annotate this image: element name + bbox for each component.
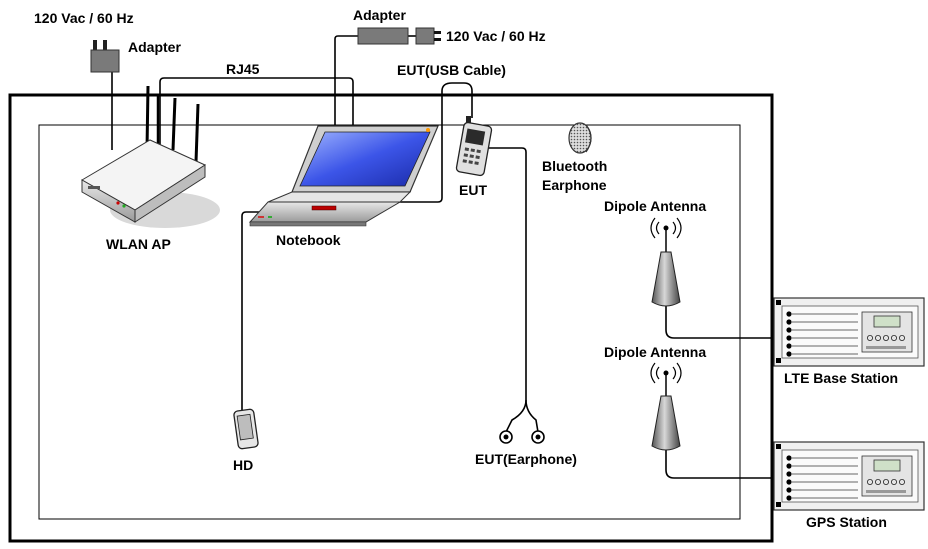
label-dipole-antenna-2: Dipole Antenna <box>604 344 707 360</box>
dipole-antenna-2-icon <box>650 362 682 451</box>
label-wlan-ap: WLAN AP <box>106 236 171 252</box>
label-notebook: Notebook <box>276 232 341 248</box>
label-power-right: 120 Vac / 60 Hz <box>446 28 546 44</box>
label-eut-usb-cable: EUT(USB Cable) <box>397 62 506 78</box>
label-adapter-left: Adapter <box>128 39 181 55</box>
label-bluetooth-earphone-line2: Earphone <box>542 177 607 193</box>
dipole-antenna-1-icon <box>650 217 682 307</box>
wlan-ap-icon <box>80 85 220 228</box>
hd-device-icon <box>233 408 259 450</box>
label-eut-earphone: EUT(Earphone) <box>475 451 577 467</box>
adapter-left-icon <box>90 40 120 73</box>
gps-station-icon <box>773 441 925 511</box>
label-dipole-antenna-1: Dipole Antenna <box>604 198 707 214</box>
notebook-icon <box>248 125 439 227</box>
bluetooth-earphone-icon <box>568 122 592 154</box>
adapter-top-icon <box>357 27 441 45</box>
label-rj45: RJ45 <box>226 61 260 77</box>
cables <box>111 35 790 479</box>
label-adapter-top: Adapter <box>353 7 406 23</box>
label-eut: EUT <box>459 182 487 198</box>
eut-phone-icon <box>455 116 493 177</box>
label-bluetooth-earphone-line1: Bluetooth <box>542 158 608 174</box>
label-lte-base-station: LTE Base Station <box>784 370 899 386</box>
eut-earphone-icon <box>499 430 545 444</box>
label-gps-station: GPS Station <box>806 514 887 530</box>
label-hd: HD <box>233 457 254 473</box>
label-power-left: 120 Vac / 60 Hz <box>34 10 134 26</box>
lte-base-station-icon <box>773 297 925 367</box>
